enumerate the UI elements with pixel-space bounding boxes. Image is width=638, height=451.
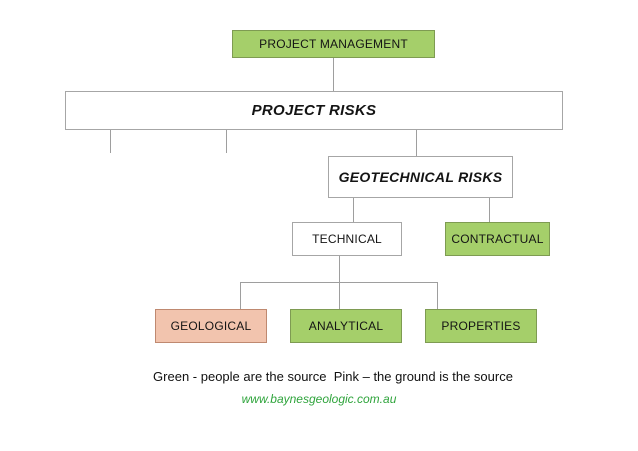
connector-bar-to-geological	[240, 282, 241, 309]
connector-technical-to-bar	[339, 256, 340, 282]
node-geological: GEOLOGICAL	[155, 309, 267, 343]
connector-geotechnical-to-contractual	[489, 198, 490, 222]
node-technical: TECHNICAL	[292, 222, 402, 256]
connector-bar-to-analytical	[339, 282, 340, 309]
node-properties: PROPERTIES	[425, 309, 537, 343]
node-geotechnical-risks: GEOTECHNICAL RISKS	[328, 156, 513, 198]
node-analytical: ANALYTICAL	[290, 309, 402, 343]
connector-projectrisks-to-geotechnical	[416, 130, 417, 156]
legend-caption: Green - people are the source Pink – the…	[153, 369, 513, 384]
connector-bar-to-properties	[437, 282, 438, 309]
node-project-management: PROJECT MANAGEMENT	[232, 30, 435, 58]
node-project-risks: PROJECT RISKS	[65, 91, 563, 130]
connector-pm-to-projectrisks	[333, 58, 334, 91]
website-url-text: www.baynesgeologic.com.au	[241, 392, 397, 406]
connector-stub-middle	[226, 130, 227, 153]
connector-geotechnical-to-technical	[353, 198, 354, 222]
node-contractual: CONTRACTUAL	[445, 222, 550, 256]
connector-stub-left	[110, 130, 111, 153]
